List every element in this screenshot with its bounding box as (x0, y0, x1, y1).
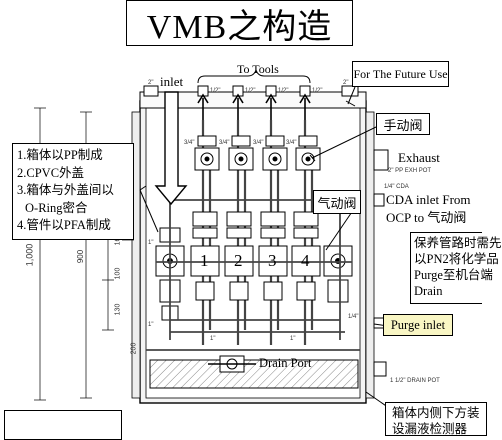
exhaust-label: Exhaust (398, 150, 440, 165)
dimension-label: 1,000 (24, 243, 35, 267)
pipe-size-label: 1/2" (210, 88, 221, 94)
purge-note-line: Purge至机台端 (414, 268, 493, 282)
pipe-size-label: 1" (148, 240, 154, 246)
purge-inlet-callout: Purge inlet (383, 314, 453, 336)
inlet-arrow (154, 91, 188, 206)
pipe-size-label: 3/4" (184, 140, 195, 146)
pipe-size-label: 1/2" (278, 88, 289, 94)
dimension-label: 130 (114, 303, 122, 316)
manual-valve-callout: 手动阀 (376, 113, 430, 135)
drain-pot-label: 1 1/2" DRAIN POT (390, 378, 440, 384)
note-line: 1.箱体以PP制成 (17, 148, 103, 162)
pipe-size-label: 1" (210, 336, 216, 342)
to-tools-arrows (197, 93, 311, 120)
purge-note-border (410, 232, 482, 304)
page-title: VMB之构造 (126, 0, 353, 46)
pipe-size-label: 3/4" (286, 140, 297, 146)
pipe-size-label: 1" (148, 322, 154, 328)
exhaust-sub-label: 2" PP EXH POT (388, 168, 432, 174)
bottom-left-box (4, 410, 122, 440)
future-use-callout: For The Future Use (352, 61, 449, 87)
purge-note-line: 以PN2将化学品 (414, 252, 499, 266)
pneumatic-valves (192, 211, 319, 239)
inlet-label: inlet (160, 74, 184, 89)
pipe-size-label: 3/4" (253, 140, 264, 146)
dimension-label: 200 (130, 342, 138, 355)
manual-valves (194, 135, 321, 171)
cda-label-line1: CDA inlet From (386, 192, 471, 207)
drain-port (208, 355, 256, 373)
channel-number: 1 (200, 251, 209, 270)
dimension-label: 100 (114, 267, 122, 280)
to-tools-brace (197, 68, 311, 84)
purge-note: 保养管路时需先 以PN2将化学品 Purge至机台端 Drain (414, 235, 502, 299)
pipe-size-label: 3/4" (219, 140, 230, 146)
right-flange (365, 111, 375, 399)
pipe-size-label: 1" (290, 336, 296, 342)
channel-number: 3 (268, 251, 277, 270)
dimension-label: 900 (76, 249, 86, 264)
lower-valves (195, 281, 316, 301)
pipe-size-label: 1/2" (312, 88, 323, 94)
channel-number: 2 (234, 251, 243, 270)
note-line: 2.CPVC外盖 (17, 165, 85, 180)
pipe-size-label: 1/2" (245, 88, 256, 94)
to-tools-label: To Tools (237, 62, 279, 76)
purge-note-line: Drain (414, 284, 443, 298)
manifold-lines (146, 199, 360, 351)
note-line: 3.箱体与外盖间以 (17, 183, 114, 197)
right-fittings (373, 149, 389, 377)
vmb-cabinet-drawing (34, 68, 393, 411)
note-line: 4.管件以PFA制成 (17, 218, 111, 232)
pipe-size-label: 1/4" (348, 314, 359, 320)
materials-notes: 1.箱体以PP制成 2.CPVC外盖 3.箱体与外盖间以 O-Ring密合 4.… (12, 143, 134, 240)
cda-label-line2: OCP to 气动阀 (386, 210, 467, 225)
channel-housings (190, 245, 321, 277)
diagram-canvas: { "title": "VMB之构造", "labels": { "inlet"… (4, 0, 502, 440)
pipe-size-label: 2" (343, 80, 349, 86)
leak-detector-callout: 箱体内侧下方装 设漏液检测器 (385, 402, 487, 436)
left-flange (131, 111, 141, 399)
cda-size-label: 1/4" CDA (384, 184, 409, 190)
note-line: O-Ring密合 (25, 200, 88, 215)
pneumatic-valve-callout: 气动阀 (313, 190, 361, 214)
drain-port-label: Drain Port (259, 356, 312, 370)
channel-number: 4 (301, 251, 310, 270)
leak-note-line: 设漏液检测器 (392, 422, 468, 436)
leak-note-line: 箱体内侧下方装 (392, 406, 480, 420)
pipe-size-label: 2" (148, 80, 154, 86)
purge-note-line: 保养管路时需先 (414, 236, 502, 250)
